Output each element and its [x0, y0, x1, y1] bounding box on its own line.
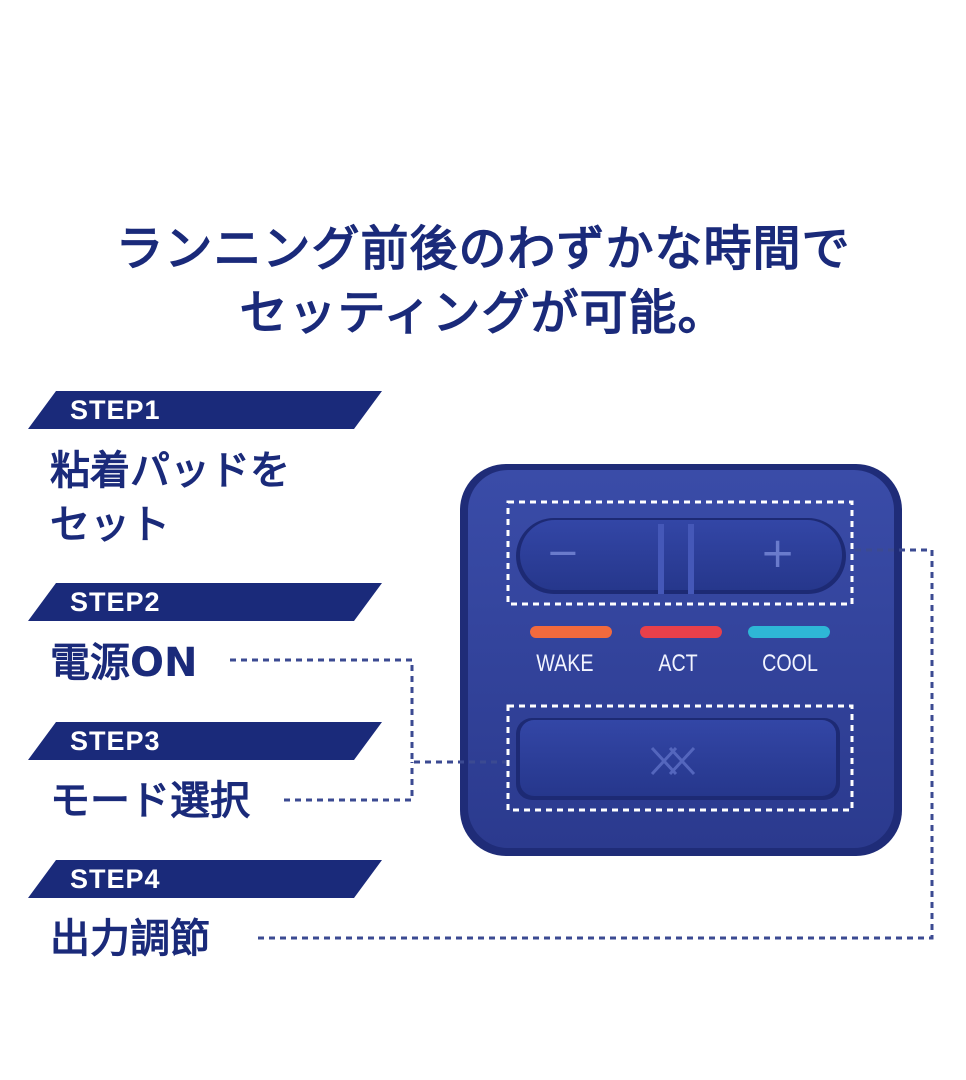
step3-banner: STEP3: [28, 722, 382, 760]
step1-text-line-1: 粘着パッドを: [50, 448, 290, 494]
headline-line-1: ランニング前後のわずかな時間で: [115, 221, 851, 277]
step1-label: STEP1: [70, 395, 161, 425]
step3-banner-shape: [28, 722, 382, 760]
step4-banner: STEP4: [28, 860, 382, 898]
step2-banner-shape: [28, 583, 382, 621]
mode-indicator-act: [640, 626, 722, 638]
step1-banner: STEP1: [28, 391, 382, 429]
step3-text: モード選択: [50, 778, 250, 824]
step3-label: STEP3: [70, 726, 161, 756]
step4-text: 出力調節: [50, 916, 210, 962]
step4-banner-shape: [28, 860, 382, 898]
headline-line-2: セッティングが可能。: [239, 285, 727, 341]
mode-label-wake: WAKE: [536, 650, 594, 677]
mode-label-cool: COOL: [762, 650, 818, 677]
device-controller: − + WAKE ACT COOL: [458, 462, 904, 858]
plus-icon[interactable]: +: [760, 528, 796, 577]
device-body: [460, 464, 902, 856]
mode-indicator-cool: [748, 626, 830, 638]
logo-icon[interactable]: [648, 744, 708, 778]
step1-banner-shape: [28, 391, 382, 429]
mode-indicator-wake: [530, 626, 612, 638]
step2-text: 電源ON: [50, 640, 198, 686]
step2-banner: STEP2: [28, 583, 382, 621]
step2-label: STEP2: [70, 587, 161, 617]
step1-text-line-2: セット: [50, 502, 170, 548]
step4-label: STEP4: [70, 864, 161, 894]
mode-label-act: ACT: [658, 650, 698, 677]
minus-icon[interactable]: −: [546, 530, 580, 576]
